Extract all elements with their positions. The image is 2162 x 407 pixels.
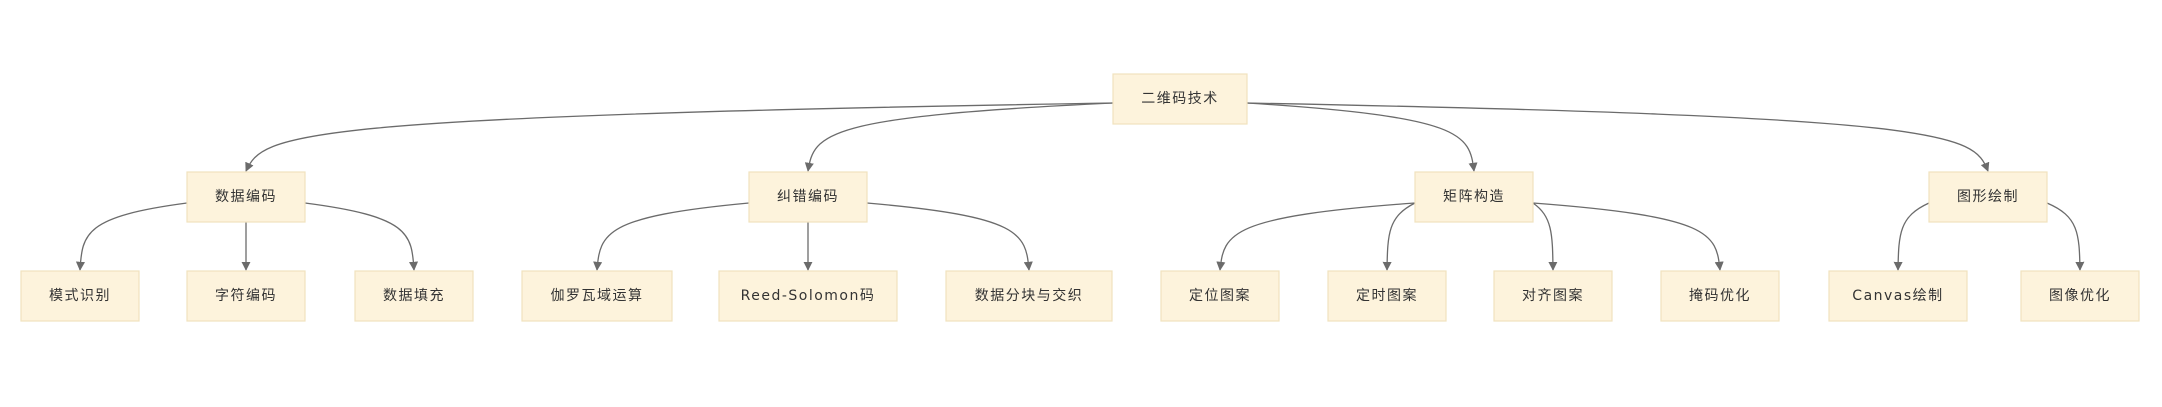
node-mask-optimization: 掩码优化 [1660, 270, 1780, 322]
node-label: 纠错编码 [777, 189, 839, 205]
node-box [186, 270, 306, 322]
node-char-encoding: 字符编码 [186, 270, 306, 322]
node-label: 数据填充 [383, 288, 445, 304]
edge-graphics-drawing-to-canvas-drawing [1893, 202, 1930, 271]
node-data-encoding: 数据编码 [186, 171, 306, 223]
node-box [521, 270, 673, 322]
edge-matrix-construction-to-finder-pattern [1216, 202, 1416, 271]
node-data-padding: 数据填充 [354, 270, 474, 322]
edge-root-to-matrix-construction [1246, 102, 1478, 172]
node-box [1327, 270, 1447, 322]
node-label: 数据编码 [215, 189, 277, 205]
edge-root-to-graphics-drawing [1246, 102, 1990, 172]
node-box [1928, 171, 2048, 223]
node-box [718, 270, 898, 322]
node-box [1160, 270, 1280, 322]
node-box [2020, 270, 2140, 322]
node-label: 定时图案 [1356, 287, 1418, 304]
node-label: 对齐图案 [1522, 287, 1584, 304]
edges-layer [75, 102, 2085, 271]
node-label: 图像优化 [2049, 288, 2111, 304]
edge-error-correction-to-galois-field [593, 202, 750, 271]
node-label: 字符编码 [215, 288, 277, 304]
node-box [186, 171, 306, 223]
edge-root-to-error-correction [804, 102, 1114, 172]
node-label: 定位图案 [1189, 287, 1251, 304]
edge-matrix-construction-to-mask-optimization [1532, 202, 1724, 271]
node-box [1660, 270, 1780, 322]
node-box [748, 171, 868, 223]
node-label: 伽罗瓦域运算 [551, 288, 644, 304]
node-label: 矩阵构造 [1443, 189, 1505, 205]
node-finder-pattern: 定位图案 [1160, 270, 1280, 322]
node-label: 掩码优化 [1689, 288, 1751, 304]
node-canvas-drawing: Canvas绘制 [1828, 270, 1968, 322]
edge-matrix-construction-to-timing-pattern [1382, 202, 1416, 271]
node-graphics-drawing: 图形绘制 [1928, 171, 2048, 223]
edge-data-encoding-to-mode-recognition [75, 202, 188, 271]
node-box [1414, 171, 1534, 223]
node-label: 二维码技术 [1141, 91, 1219, 107]
edge-error-correction-to-block-interleave [866, 202, 1033, 271]
node-box [20, 270, 140, 322]
node-reed-solomon: Reed-Solomon码 [718, 270, 898, 322]
node-label: 图形绘制 [1957, 189, 2019, 205]
node-label: 数据分块与交织 [975, 287, 1084, 304]
edge-graphics-drawing-to-image-optimization [2046, 202, 2085, 271]
node-matrix-construction: 矩阵构造 [1414, 171, 1534, 223]
node-box [354, 270, 474, 322]
node-alignment-pattern: 对齐图案 [1493, 270, 1613, 322]
node-box [1112, 73, 1248, 125]
node-timing-pattern: 定时图案 [1327, 270, 1447, 322]
node-box [945, 270, 1113, 322]
node-box [1493, 270, 1613, 322]
node-error-correction: 纠错编码 [748, 171, 868, 223]
node-mode-recognition: 模式识别 [20, 270, 140, 322]
edge-root-to-data-encoding [245, 102, 1114, 172]
edge-data-encoding-to-data-padding [304, 202, 419, 271]
node-galois-field: 伽罗瓦域运算 [521, 270, 673, 322]
node-box [1828, 270, 1968, 322]
node-block-interleave: 数据分块与交织 [945, 270, 1113, 322]
node-image-optimization: 图像优化 [2020, 270, 2140, 322]
node-label: Reed-Solomon码 [741, 288, 876, 304]
node-label: Canvas绘制 [1852, 288, 1943, 304]
edge-matrix-construction-to-alignment-pattern [1532, 202, 1558, 271]
node-root: 二维码技术 [1112, 73, 1248, 125]
node-label: 模式识别 [49, 288, 111, 304]
